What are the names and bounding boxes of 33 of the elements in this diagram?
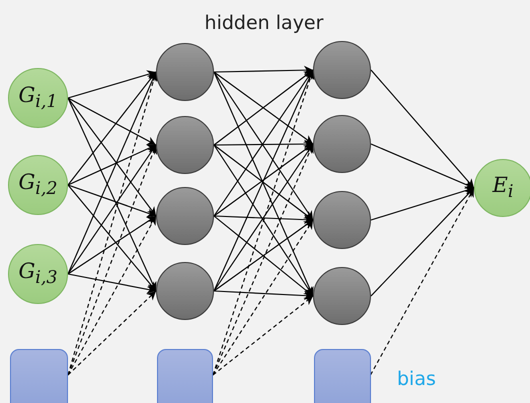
arrow	[68, 98, 156, 146]
arrow	[68, 184, 156, 218]
arrow	[370, 144, 474, 189]
arrow	[214, 140, 313, 149]
arrow	[370, 188, 474, 296]
arrow	[214, 215, 314, 224]
arrow	[370, 186, 474, 221]
arrow	[214, 290, 314, 300]
dashed-arrow	[370, 188, 474, 376]
arrow	[68, 216, 156, 274]
arrow	[68, 98, 156, 216]
layer-label: hidden layer	[204, 12, 324, 34]
arrow	[370, 70, 474, 188]
variable-label: G$_{i,2}$	[18, 170, 58, 200]
variable-label: G$_{i,3}$	[18, 259, 58, 289]
dashed-arrow	[68, 216, 156, 376]
arrow	[68, 184, 156, 292]
variable-circle	[474, 159, 530, 217]
arrow	[68, 98, 156, 292]
bias-box	[314, 349, 370, 403]
bias-box	[157, 349, 213, 403]
arrow	[68, 144, 156, 186]
variable-label: E$_{i}$	[492, 173, 514, 203]
arrow	[68, 70, 156, 99]
bias-label: bias	[397, 368, 436, 390]
bias-box	[10, 349, 68, 403]
arrow	[68, 72, 156, 186]
arrow	[214, 66, 314, 75]
arrow	[68, 273, 156, 294]
dashed-arrow	[212, 220, 314, 376]
dashed-arrow	[212, 296, 314, 376]
dashed-arrow	[68, 290, 156, 376]
variable-label: G$_{i,1}$	[18, 83, 58, 113]
